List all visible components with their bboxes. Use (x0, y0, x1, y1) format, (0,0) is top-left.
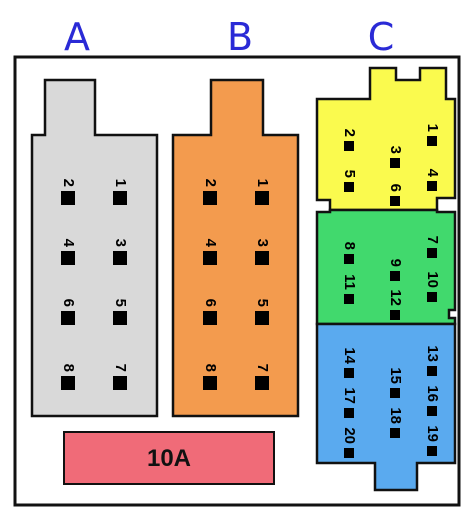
pin-b-3-contact (255, 251, 269, 265)
pin-c-10-contact (427, 292, 437, 302)
pin-b-1-contact (255, 191, 269, 205)
pin-a-5-contact (113, 311, 127, 325)
pin-a-7-label: 7 (112, 364, 129, 372)
pin-c-4-label: 4 (424, 169, 441, 178)
pin-c-19-contact (427, 446, 437, 456)
pin-b-4-label: 4 (202, 239, 219, 248)
pin-c-16-label: 16 (424, 385, 441, 402)
pin-c-17-label: 17 (341, 387, 358, 404)
pin-a-5-label: 5 (112, 299, 129, 307)
pin-c-3-contact (390, 158, 400, 168)
pin-b-7-label: 7 (254, 364, 271, 372)
pin-a-6-label: 6 (60, 299, 77, 307)
pin-b-7-contact (255, 376, 269, 390)
pin-c-18-contact (390, 428, 400, 438)
pin-c-7-label: 7 (424, 236, 441, 244)
pin-c-1-contact (427, 136, 437, 146)
pin-b-8-contact (203, 376, 217, 390)
fuse-label: 10A (147, 445, 191, 472)
pin-b-8-label: 8 (202, 364, 219, 372)
pin-a-3-contact (113, 251, 127, 265)
connector-c-middle (315, 208, 457, 326)
pin-c-9-label: 9 (387, 259, 404, 267)
pin-c-4-contact (427, 181, 437, 191)
pin-a-2-contact (61, 191, 75, 205)
pin-a-8-contact (61, 376, 75, 390)
pin-c-1-label: 1 (424, 124, 441, 132)
pin-c-16-contact (427, 406, 437, 416)
pin-b-2-label: 2 (202, 179, 219, 187)
pin-b-3-label: 3 (254, 239, 271, 247)
pin-b-2-contact (203, 191, 217, 205)
pin-c-20-contact (344, 448, 354, 458)
pin-c-13-contact (427, 366, 437, 376)
pin-c-3-label: 3 (387, 146, 404, 154)
pin-c-2-label: 2 (341, 129, 358, 137)
pin-c-11-label: 11 (341, 274, 358, 290)
section-label-b: B (227, 15, 253, 59)
pin-b-6-contact (203, 311, 217, 325)
pin-b-5-contact (255, 311, 269, 325)
section-label-c: C (368, 15, 395, 59)
pin-c-8-label: 8 (341, 242, 358, 250)
pin-c-6-label: 6 (387, 184, 404, 192)
fuse-10a (63, 431, 275, 485)
pin-c-2-contact (344, 141, 354, 151)
pin-c-7-contact (427, 248, 437, 258)
pin-c-15-label: 15 (387, 367, 404, 384)
pin-c-17-contact (344, 408, 354, 418)
pin-c-5-contact (344, 182, 354, 192)
pin-a-7-contact (113, 376, 127, 390)
pin-a-2-label: 2 (60, 179, 77, 187)
pin-b-1-label: 1 (254, 179, 271, 187)
pin-c-14-label: 14 (341, 347, 358, 364)
pin-c-12-contact (390, 310, 400, 320)
pin-a-1-label: 1 (112, 179, 129, 187)
pin-c-19-label: 19 (424, 425, 441, 442)
pin-a-6-contact (61, 311, 75, 325)
pin-c-10-label: 10 (424, 271, 441, 288)
connector-c-top (315, 66, 457, 212)
pin-c-9-contact (390, 271, 400, 281)
pin-a-3-label: 3 (112, 239, 129, 247)
pin-c-15-contact (390, 388, 400, 398)
section-label-a: A (64, 15, 90, 59)
pin-a-4-label: 4 (60, 239, 77, 248)
pin-a-8-label: 8 (60, 364, 77, 372)
pin-c-8-contact (344, 254, 354, 264)
pin-c-5-label: 5 (341, 170, 358, 178)
pin-c-12-label: 12 (387, 289, 404, 306)
connector-a (30, 78, 159, 418)
pin-b-5-label: 5 (254, 299, 271, 307)
pin-c-13-label: 13 (424, 345, 441, 362)
pin-c-6-contact (390, 196, 400, 206)
pin-a-4-contact (61, 251, 75, 265)
pins-layer: 1234567812345678123456789101112131415161… (60, 124, 441, 458)
pin-b-4-contact (203, 251, 217, 265)
pin-c-18-label: 18 (387, 407, 404, 424)
pin-b-6-label: 6 (202, 299, 219, 307)
pin-c-20-label: 20 (341, 427, 358, 444)
pin-c-14-contact (344, 368, 354, 378)
pin-c-11-contact (344, 294, 354, 304)
pin-a-1-contact (113, 191, 127, 205)
connector-b (171, 78, 300, 418)
